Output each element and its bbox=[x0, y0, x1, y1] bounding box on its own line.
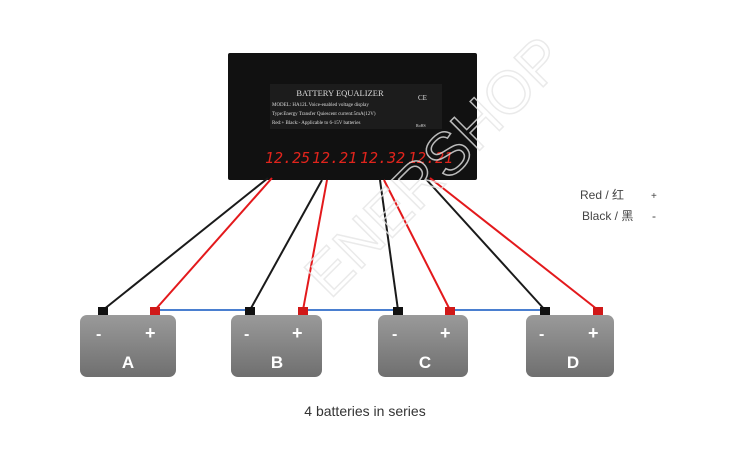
plus-label: + bbox=[588, 323, 599, 343]
battery-label: A bbox=[122, 353, 134, 372]
battery-a: - + A bbox=[80, 307, 176, 377]
plus-label: + bbox=[440, 323, 451, 343]
legend-red: Red / 红 bbox=[580, 187, 624, 202]
black-wire-d bbox=[424, 177, 546, 311]
red-wire-a bbox=[154, 177, 273, 311]
battery-label: B bbox=[271, 353, 283, 372]
legend-red-symbol: + bbox=[651, 191, 657, 202]
voltage-reading-c: 12.32 bbox=[360, 149, 405, 167]
caption: 4 batteries in series bbox=[304, 403, 425, 419]
battery-d: - + D bbox=[526, 307, 614, 377]
voltage-reading-b: 12.21 bbox=[312, 149, 357, 167]
plus-label: + bbox=[145, 323, 156, 343]
battery-label: C bbox=[419, 353, 431, 372]
minus-label: - bbox=[244, 326, 249, 343]
black-wire-a bbox=[102, 177, 269, 311]
red-wire-c bbox=[383, 179, 451, 311]
red-wire-d bbox=[429, 177, 599, 311]
color-legend: Red / 红 + Black / 黑 - bbox=[580, 187, 657, 223]
legend-black-symbol: - bbox=[652, 209, 656, 223]
plus-label: + bbox=[292, 323, 303, 343]
battery-c: - + C bbox=[378, 307, 468, 377]
device-title: BATTERY EQUALIZER bbox=[296, 88, 384, 98]
legend-black: Black / 黑 bbox=[582, 209, 633, 223]
battery-b: - + B bbox=[231, 307, 322, 377]
red-wire-b bbox=[302, 179, 328, 311]
battery-equalizer-device: BATTERY EQUALIZER MODEL: HA12L Voice-ena… bbox=[228, 53, 477, 180]
rohs-mark: RoHS bbox=[416, 123, 426, 128]
device-line-1: MODEL: HA12L Voice-enabled voltage displ… bbox=[272, 103, 369, 108]
wires bbox=[102, 177, 599, 311]
battery-label: D bbox=[567, 353, 579, 372]
minus-label: - bbox=[96, 326, 101, 343]
voltage-reading-a: 12.25 bbox=[265, 149, 310, 167]
minus-label: - bbox=[392, 326, 397, 343]
minus-label: - bbox=[539, 326, 544, 343]
voltage-reading-d: 12.21 bbox=[408, 149, 453, 167]
ce-mark: CE bbox=[418, 94, 427, 102]
device-line-3: Red:+ Black:- Applicable to 6-15V batter… bbox=[272, 121, 360, 126]
black-wire-c bbox=[379, 179, 399, 311]
device-line-2: Type:Energy Transfer Quiescent current:5… bbox=[272, 112, 376, 117]
black-wire-b bbox=[249, 179, 323, 311]
